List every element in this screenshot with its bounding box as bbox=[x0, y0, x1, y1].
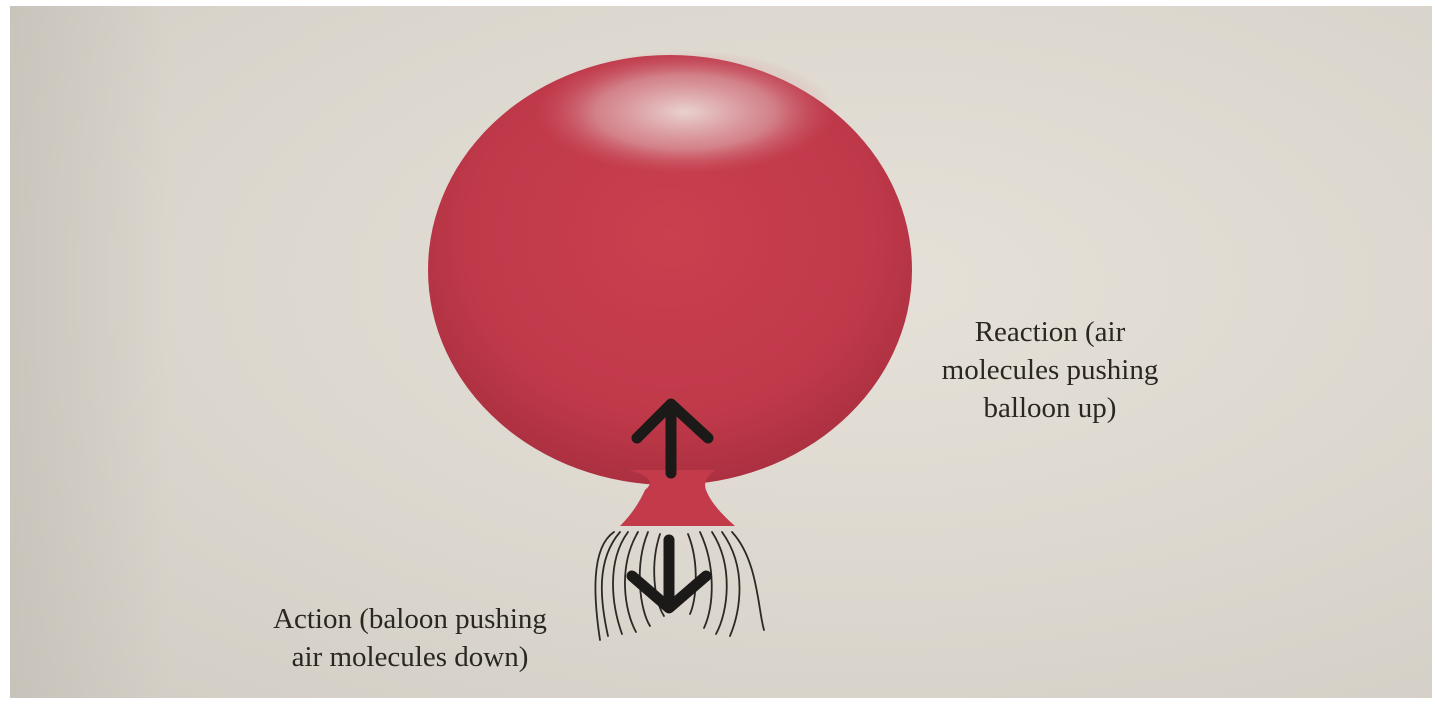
action-label-line-2: air molecules down) bbox=[225, 638, 595, 676]
reaction-label-line-1: Reaction (air bbox=[905, 313, 1195, 351]
action-label-line-1: Action (baloon pushing bbox=[225, 600, 595, 638]
reaction-label-line-3: balloon up) bbox=[905, 389, 1195, 427]
reaction-label: Reaction (air molecules pushing balloon … bbox=[905, 313, 1195, 427]
reaction-label-line-2: molecules pushing bbox=[905, 351, 1195, 389]
balloon-highlight bbox=[535, 50, 835, 174]
action-label: Action (baloon pushing air molecules dow… bbox=[225, 600, 595, 676]
air-molecule-streams bbox=[595, 532, 764, 640]
